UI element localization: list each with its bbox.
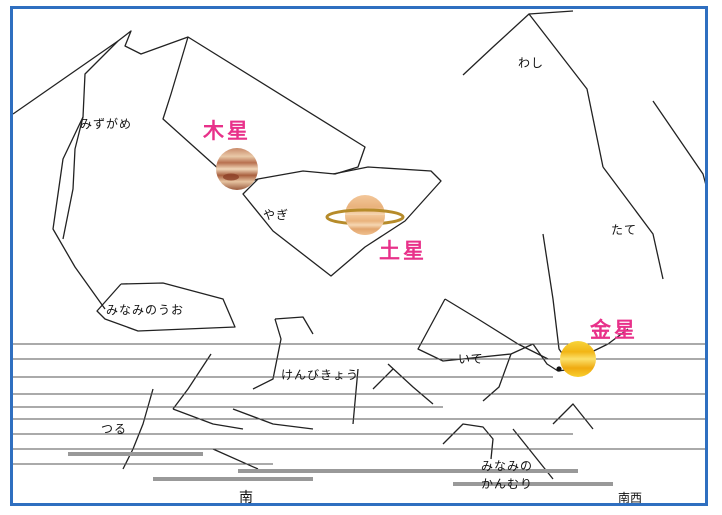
constellation-lines	[13, 10, 705, 486]
venus-icon	[556, 341, 596, 377]
scutum-lines	[652, 100, 705, 185]
corona-australis-lines	[442, 423, 494, 460]
saturn-icon	[325, 195, 405, 235]
constellation-label-minami-no-uo: みなみのうお	[106, 303, 185, 317]
constellation-label-tsuru: つる	[101, 422, 128, 436]
piscis-austrinus-lines	[96, 282, 236, 332]
constellation-label-minami-no-kanmuri-line1: みなみの	[481, 459, 534, 473]
capricornus-lines	[242, 166, 442, 277]
aquila-lines	[462, 13, 604, 168]
grus-lines	[122, 388, 154, 470]
constellation-label-ite: いて	[458, 352, 484, 366]
constellation-label-washi: わし	[518, 56, 545, 70]
constellation-label-kenbikyou: けんびきょう	[281, 368, 360, 382]
microscopium-lines	[252, 318, 282, 390]
aquarius-lines	[13, 30, 366, 182]
constellation-label-yagi: やぎ	[263, 208, 290, 222]
constellation-label-minami-no-kanmuri-line2: かんむり	[481, 477, 534, 491]
sky-map-frame: みずがめ わし やぎ たて みなみのうお けんびきょう いて つる みなみの か…	[10, 6, 708, 506]
constellation-label-mizugame: みずがめ	[80, 117, 133, 131]
constellation-label-tate: たて	[611, 223, 638, 237]
planet-label-venus: 金星	[590, 318, 638, 342]
sagittarius-lines	[417, 298, 574, 372]
jupiter-icon	[216, 148, 258, 190]
direction-label-southwest: 南西	[618, 491, 643, 505]
direction-label-south: 南	[239, 490, 253, 506]
planet-label-jupiter: 木星	[203, 119, 251, 143]
planet-label-saturn: 土星	[379, 239, 427, 263]
